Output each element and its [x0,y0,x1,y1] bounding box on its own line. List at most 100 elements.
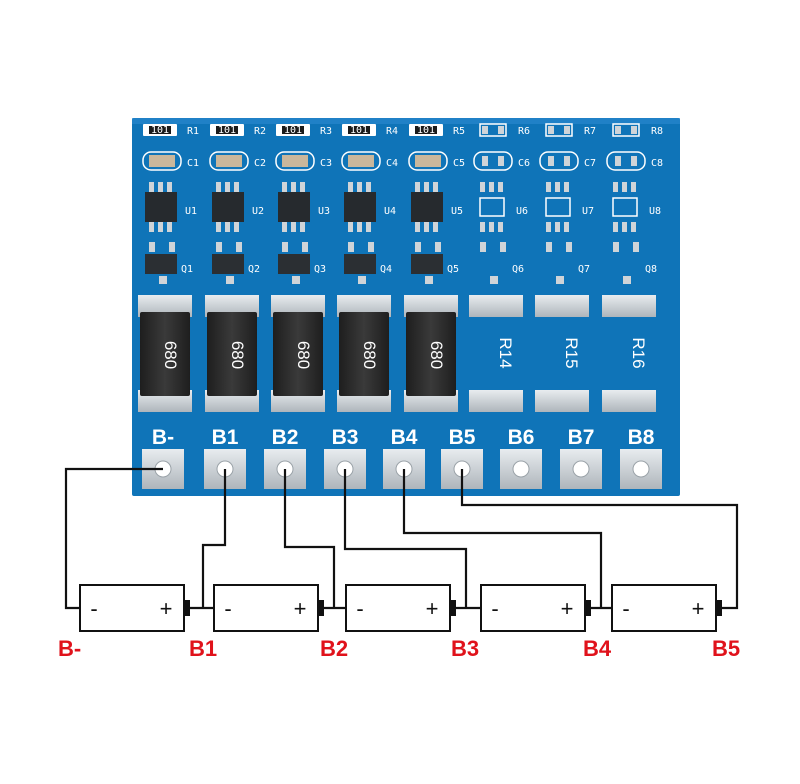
resistor-terminal [138,295,192,317]
empty-pad [631,156,637,166]
silk-ref-r: R5 [453,126,465,137]
capacitor-outline [539,151,579,171]
transistor-pin [633,242,639,252]
capacitor-outline [142,151,182,171]
minus-sign: - [622,596,629,621]
cell-node-label-bminus: B- [58,636,81,661]
pad-label-b8: B8 [628,426,655,449]
transistor [278,254,310,274]
battery-terminal [318,600,324,616]
minus-sign: - [356,596,363,621]
resistor-terminal [271,295,325,317]
empty-pad [615,156,621,166]
chip-pin [158,182,163,192]
ic-chip [344,192,376,222]
chip-pin [489,182,494,192]
silk-ref-q: Q3 [314,264,326,275]
transistor-pin [216,242,222,252]
chip-pin [348,182,353,192]
chip-pin [613,182,618,192]
transistor-pin [556,276,564,284]
resistor-code: 680 [294,341,313,369]
chip-pin [348,222,353,232]
transistor-pin [302,242,308,252]
chip-pin [357,182,362,192]
silk-ref-u: U7 [582,206,594,217]
resistor-terminal [337,295,391,317]
small-resistor-body [282,126,304,134]
transistor [145,254,177,274]
resistor-terminal [404,295,458,317]
empty-pad [498,126,504,134]
cell-node-label-b4: B4 [583,636,612,661]
transistor-pin [623,276,631,284]
silk-ref-c: C5 [453,158,465,169]
transistor-pin [358,276,366,284]
chip-pin [480,182,485,192]
silk-ref-r: R1 [187,126,199,137]
chip-pin [489,222,494,232]
transistor [411,254,443,274]
silk-ref-q: Q7 [578,264,590,275]
chip-pin [225,222,230,232]
transistor-pin [490,276,498,284]
silk-ref-c: C1 [187,158,199,169]
sense-resistor [406,312,456,396]
resistor-code: 680 [360,341,379,369]
chip-pin [415,182,420,192]
chip-pin [149,182,154,192]
wire-1 [190,469,227,610]
silk-ref-u: U5 [451,206,463,217]
ic-chip [212,192,244,222]
silk-ref-r: R8 [651,126,663,137]
chip-pin [498,182,503,192]
sense-resistor [273,312,323,396]
small-resistor-code: 101 [218,125,236,136]
pad-label-b3: B3 [332,426,359,449]
small-resistor-body [149,126,171,134]
silk-ref-r: R3 [320,126,332,137]
battery-terminal [450,600,456,616]
capacitor-body [149,155,175,167]
capacitor-outline [275,151,315,171]
chip-pin [216,222,221,232]
silk-ref-c: C3 [320,158,332,169]
transistor [212,254,244,274]
silk-ref-c: C8 [651,158,663,169]
chip-pin [234,222,239,232]
pad-label-b5: B5 [449,426,476,449]
resistor-code: 680 [427,341,446,369]
empty-pad [564,156,570,166]
empty-pad [548,156,554,166]
chip-pin [366,182,371,192]
resistor-terminal [205,295,259,317]
minus-sign: - [491,596,498,621]
small-resistor-code: 101 [417,125,435,136]
silk-ref-q: Q1 [181,264,193,275]
battery-cell [79,584,185,632]
pad-hole [572,460,590,478]
plus-sign: + [561,596,574,621]
capacitor-outline [408,151,448,171]
silk-ref-q: Q4 [380,264,392,275]
silk-ref-c: C4 [386,158,398,169]
empty-resistor-footprint [545,123,573,137]
empty-chip-footprint [479,197,505,217]
minus-sign: - [90,596,97,621]
resistor-ref-empty: R16 [629,337,648,368]
chip-pin [613,222,618,232]
transistor-pin [435,242,441,252]
transistor-pin [425,276,433,284]
chip-pin [282,222,287,232]
resistor-terminal [469,390,523,412]
capacitor-outline [209,151,249,171]
chip-pin [357,222,362,232]
chip-pin [564,182,569,192]
cell-node-label-b5: B5 [712,636,740,661]
silk-ref-c: C2 [254,158,266,169]
silk-ref-r: R7 [584,126,596,137]
pad-label-b4: B4 [391,426,418,449]
resistor-ref-empty: R14 [496,337,515,368]
pad-label-b1: B1 [212,426,239,449]
empty-pad [482,126,488,134]
